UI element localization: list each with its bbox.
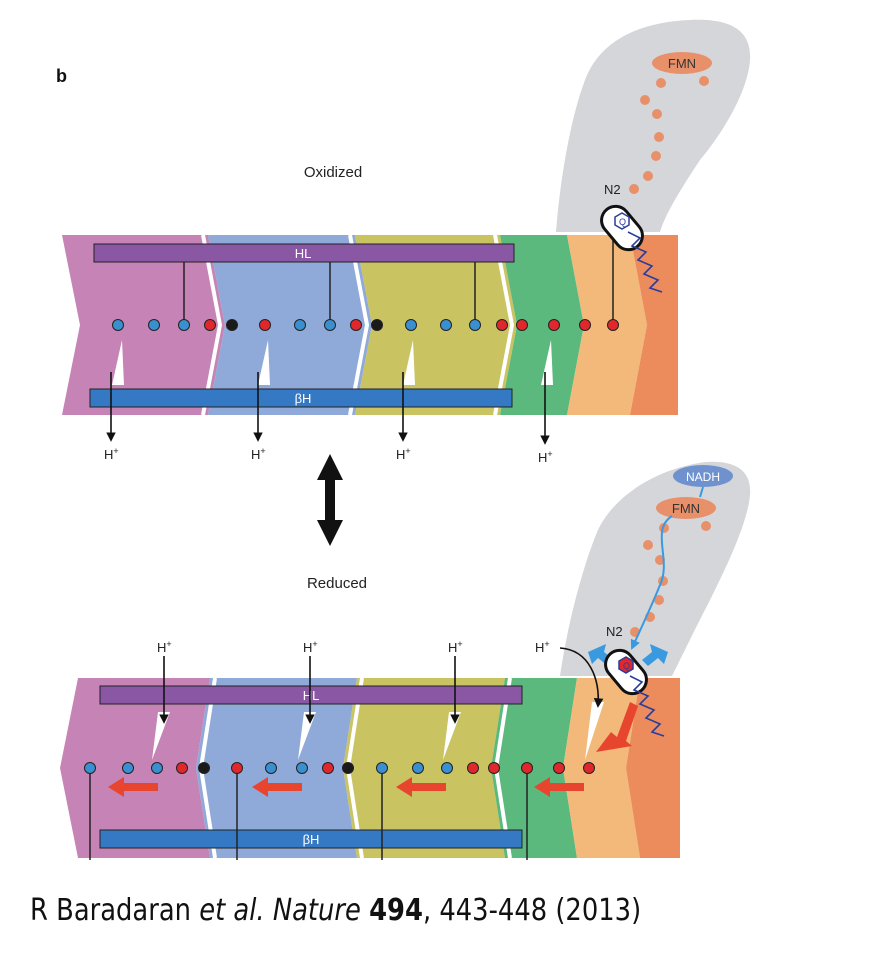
quinone-site-reduced: Q — [604, 648, 665, 737]
svg-text:H+: H+ — [448, 639, 463, 655]
fmn-cofactor — [652, 52, 712, 74]
citation: R Baradaran et al. Nature 494, 443-448 (… — [30, 893, 642, 928]
quinone-site: Q — [600, 204, 663, 293]
oxidized-residues — [112, 319, 619, 331]
electron-path — [632, 486, 704, 648]
membrane-segment-pink-reduced — [60, 678, 210, 858]
membrane-segment-green-reduced — [491, 678, 577, 858]
hl-connectors — [183, 232, 614, 323]
bh-connectors — [89, 768, 528, 860]
hl-helix — [93, 243, 515, 263]
membrane-segment-orange-reduced — [626, 678, 680, 858]
reduced-title: Reduced — [307, 575, 367, 592]
bh-helix-label-reduced: βH — [303, 832, 320, 847]
svg-text:H+: H+ — [157, 639, 172, 655]
svg-text:H+: H+ — [303, 639, 318, 655]
svg-text:H+: H+ — [538, 449, 553, 465]
svg-text:Q: Q — [619, 217, 626, 227]
bh-helix — [89, 388, 513, 408]
segment-gaps — [201, 234, 515, 416]
hl-helix-label-reduced: HL — [303, 688, 320, 703]
membrane-segment-green — [500, 235, 584, 415]
reduced-proton-channels — [152, 702, 604, 760]
svg-text:H+: H+ — [396, 446, 411, 462]
state-transition-arrow — [317, 454, 343, 546]
membrane-segment-olive — [355, 235, 517, 415]
fmn-cofactor-reduced — [656, 497, 716, 519]
hydrophilic-arm — [556, 19, 751, 232]
oxidized-proton-labels: H+ H+ H+ H+ — [104, 446, 553, 465]
fmn-label: FMN — [668, 56, 696, 71]
hl-helix-reduced — [99, 685, 523, 705]
panel-label: b — [56, 66, 67, 86]
oxidized-title: Oxidized — [304, 164, 362, 181]
n2-label-reduced: N2 — [606, 624, 623, 639]
membrane-segment-blue — [208, 235, 372, 415]
membrane-segment-peach-reduced — [563, 678, 640, 858]
reduced-residues — [84, 762, 595, 774]
reduced-state: Reduced HL βH — [60, 461, 751, 860]
oxidized-proton-channels — [112, 340, 553, 385]
membrane-segment-orange — [630, 235, 678, 415]
hl-helix-label: HL — [295, 246, 312, 261]
reduced-proton-arrows — [159, 647, 604, 724]
svg-text:H+: H+ — [251, 446, 266, 462]
bh-helix-label: βH — [295, 391, 312, 406]
svg-text:Q: Q — [623, 661, 630, 671]
reduced-proton-labels: H+ H+ H+ H+ — [157, 639, 550, 655]
hydrophilic-arm-reduced — [560, 461, 751, 676]
svg-text:H+: H+ — [104, 446, 119, 462]
nadh-substrate — [673, 465, 733, 487]
svg-text:H+: H+ — [535, 639, 550, 655]
oxidized-proton-arrows — [106, 372, 550, 445]
fmn-label-reduced: FMN — [672, 501, 700, 516]
nadh-label: NADH — [686, 470, 720, 484]
fe-s-cluster-chain — [629, 76, 709, 194]
n2-label: N2 — [604, 182, 621, 197]
oxidized-state: Oxidized HL βH — [62, 19, 751, 465]
bh-helix-reduced — [99, 829, 523, 849]
conformational-shift-arrows — [108, 702, 638, 797]
